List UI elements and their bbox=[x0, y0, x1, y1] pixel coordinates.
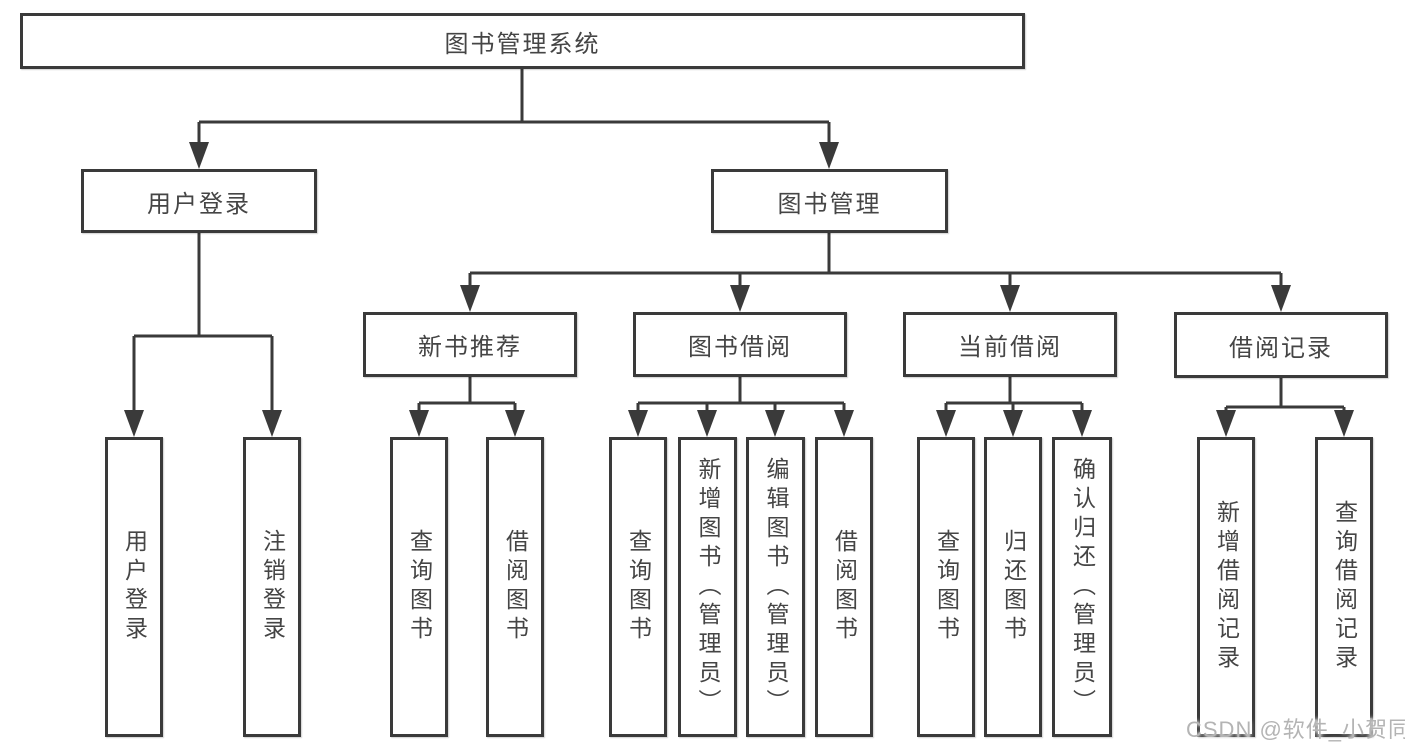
arrowheads bbox=[124, 142, 1354, 437]
node-library-management-system: 图书管理系统 bbox=[20, 13, 1025, 69]
node-borrow-books-recommend: 借阅图书 bbox=[486, 437, 544, 737]
arrowhead bbox=[697, 410, 717, 437]
node-label: 图书借阅 bbox=[688, 334, 792, 361]
node-query-books-current: 查询图书 bbox=[917, 437, 975, 737]
node-label: 查询借阅记录 bbox=[1331, 500, 1358, 674]
arrowhead bbox=[460, 285, 480, 312]
node-label: 注销登录 bbox=[259, 529, 286, 645]
node-label: 确认归还（管理员） bbox=[1069, 456, 1096, 718]
arrowhead bbox=[765, 410, 785, 437]
node-label: 图书管理系统 bbox=[444, 30, 601, 58]
arrowhead bbox=[1271, 285, 1291, 312]
node-label: 当前借阅 bbox=[958, 334, 1062, 361]
node-query-books-borrowing: 查询图书 bbox=[609, 437, 667, 737]
arrowhead bbox=[189, 142, 209, 169]
node-query-books-recommend: 查询图书 bbox=[390, 437, 448, 737]
node-label: 借阅图书 bbox=[502, 529, 529, 645]
node-label: 借阅图书 bbox=[831, 529, 858, 645]
csdn-watermark: CSDN @软件_小贺同学 bbox=[1186, 717, 1405, 742]
node-borrowing-records: 借阅记录 bbox=[1174, 312, 1388, 378]
node-book-borrowing: 图书借阅 bbox=[633, 312, 847, 377]
arrowhead bbox=[730, 285, 750, 312]
node-label: 用户登录 bbox=[121, 529, 148, 645]
arrowhead bbox=[819, 142, 839, 169]
node-return-books: 归还图书 bbox=[984, 437, 1042, 737]
tree-edges bbox=[132, 69, 1346, 414]
node-label: 新增图书（管理员） bbox=[695, 456, 721, 718]
node-label: 归还图书 bbox=[1000, 529, 1027, 645]
node-book-management: 图书管理 bbox=[711, 169, 948, 233]
arrowhead bbox=[124, 410, 144, 437]
arrowhead bbox=[628, 410, 648, 437]
node-label: 查询图书 bbox=[933, 529, 960, 645]
node-add-books-admin: 新增图书（管理员） bbox=[678, 437, 737, 737]
arrowhead bbox=[1334, 410, 1354, 437]
arrowhead bbox=[1072, 410, 1092, 437]
node-user-login-leaf: 用户登录 bbox=[105, 437, 163, 737]
node-label: 查询图书 bbox=[406, 529, 433, 645]
arrowhead bbox=[1216, 410, 1236, 437]
node-label: 新增借阅记录 bbox=[1213, 500, 1240, 674]
node-user-login: 用户登录 bbox=[81, 169, 317, 233]
node-add-borrowing-record: 新增借阅记录 bbox=[1197, 437, 1255, 737]
node-label: 编辑图书（管理员） bbox=[763, 456, 789, 718]
arrowhead bbox=[1003, 410, 1023, 437]
node-label: 图书管理 bbox=[777, 190, 882, 218]
node-new-book-recommendation: 新书推荐 bbox=[363, 312, 577, 377]
node-current-borrowing: 当前借阅 bbox=[903, 312, 1117, 377]
node-edit-books-admin: 编辑图书（管理员） bbox=[746, 437, 805, 737]
arrowhead bbox=[936, 410, 956, 437]
node-label: 新书推荐 bbox=[418, 334, 522, 361]
node-logout: 注销登录 bbox=[243, 437, 301, 737]
arrowhead bbox=[834, 410, 854, 437]
node-label: 用户登录 bbox=[147, 190, 251, 218]
arrowhead bbox=[409, 410, 429, 437]
arrowhead bbox=[505, 410, 525, 437]
node-query-borrowing-record: 查询借阅记录 bbox=[1315, 437, 1373, 737]
node-label: 查询图书 bbox=[625, 529, 652, 645]
node-confirm-return-admin: 确认归还（管理员） bbox=[1052, 437, 1112, 737]
arrowhead bbox=[262, 410, 282, 437]
node-borrow-books: 借阅图书 bbox=[815, 437, 873, 737]
node-label: 借阅记录 bbox=[1229, 334, 1333, 362]
arrowhead bbox=[1000, 285, 1020, 312]
